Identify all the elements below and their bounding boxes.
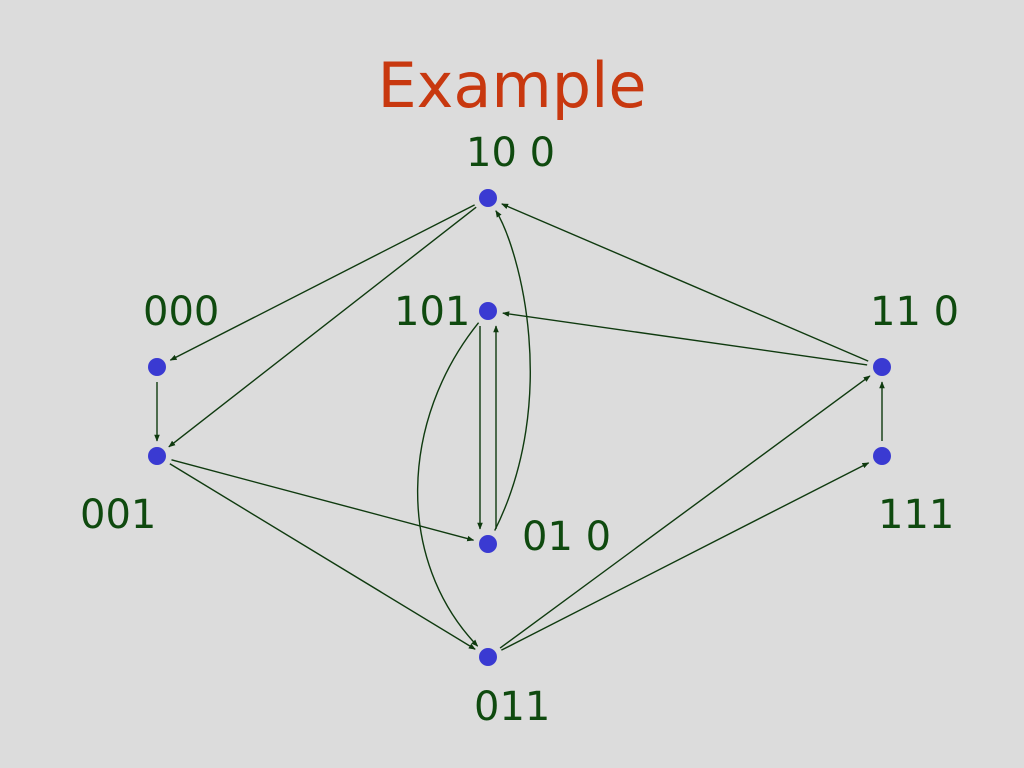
node-001	[148, 447, 166, 465]
node-label-101: 101	[394, 289, 471, 335]
node-label-011: 011	[474, 684, 551, 730]
node-101	[479, 302, 497, 320]
edge-011-to-111	[501, 462, 870, 651]
edge-110-to-101	[502, 311, 868, 366]
node-010	[479, 535, 497, 553]
edge-100-to-000	[169, 204, 475, 361]
edge-001-to-010	[171, 459, 475, 542]
edge-011-to-110	[499, 375, 871, 649]
edge-101-to-011	[416, 322, 480, 647]
edges-layer	[154, 203, 885, 651]
edge-001-to-011	[169, 463, 476, 650]
node-110	[873, 358, 891, 376]
edge-100-to-001	[168, 206, 477, 448]
node-label-110: 11 0	[870, 289, 960, 335]
node-011	[479, 648, 497, 666]
nodes-layer	[148, 189, 891, 666]
slide-title: Example	[377, 49, 647, 122]
node-label-000: 000	[143, 289, 220, 335]
node-100	[479, 189, 497, 207]
edge-010-to-100	[494, 210, 531, 531]
node-label-111: 111	[878, 492, 955, 538]
node-111	[873, 447, 891, 465]
node-label-100: 10 0	[466, 130, 556, 176]
edge-110-to-100	[501, 203, 869, 362]
node-000	[148, 358, 166, 376]
node-label-001: 001	[80, 492, 157, 538]
node-label-010: 01 0	[522, 514, 612, 560]
